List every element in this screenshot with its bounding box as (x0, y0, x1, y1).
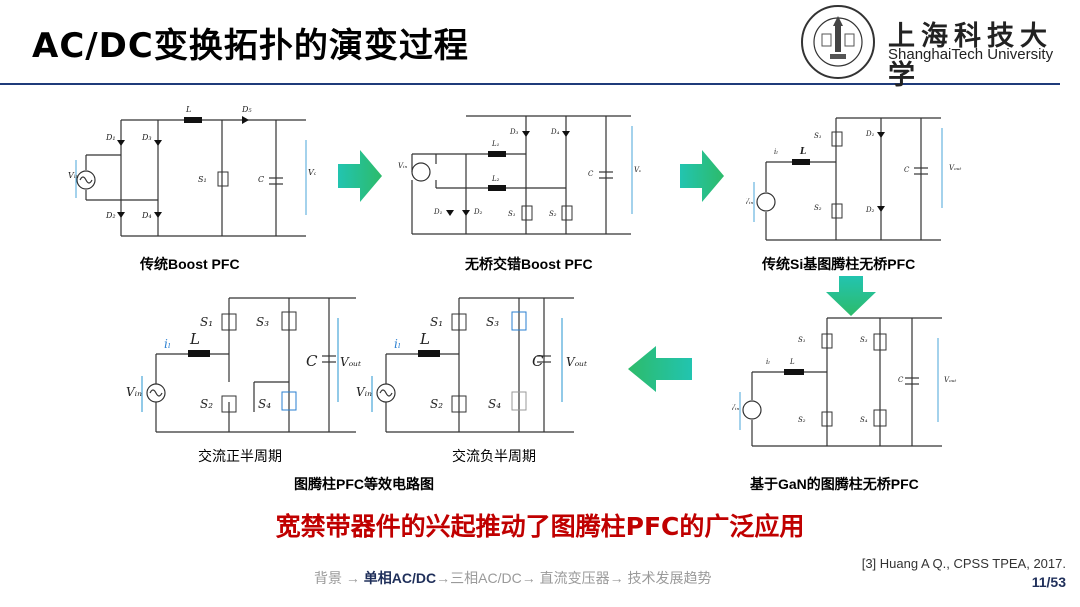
svg-text:Vᵢₙ: Vᵢₙ (356, 385, 372, 399)
svg-text:Vₒᵤₜ: Vₒᵤₜ (634, 166, 641, 174)
positive-half-cycle-circuit: LS₁ S₃ S₂ S₄ C Vₒᵤₜ Vᵢₙ iₗ (126, 297, 361, 433)
svg-text:Vᵢₙ: Vᵢₙ (746, 198, 753, 206)
gan-totem-pole-pfc-circuit: Liₗ S₁ S₂ S₃ S₄ C Vₒᵤₜ Vᵢₙ (732, 317, 957, 447)
svg-text:Vᵢₙ: Vᵢₙ (68, 171, 79, 180)
svg-text:iₗ: iₗ (774, 148, 778, 156)
nav-item-three-phase[interactable]: 三相AC/DC (450, 570, 522, 586)
svg-text:L: L (189, 330, 200, 348)
svg-text:Vₒᵤₜ: Vₒᵤₜ (340, 355, 361, 369)
si-totem-pole-pfc-circuit: Liₗ S₁ S₂ D₁ D₂ C Vₒᵤₜ Vᵢₙ (746, 117, 962, 241)
svg-text:D₁: D₁ (865, 130, 875, 138)
svg-text:Vₒᵤₜ: Vₒᵤₜ (566, 355, 587, 369)
svg-text:S₂: S₂ (549, 210, 557, 218)
svg-text:C: C (898, 376, 904, 384)
svg-text:Vₒᵤₜ: Vₒᵤₜ (949, 164, 962, 172)
nav-separator: → (345, 570, 360, 586)
nav-item-single-phase[interactable]: 单相AC/DC (363, 570, 437, 586)
svg-text:S₄: S₄ (258, 397, 271, 411)
svg-text:D₄: D₄ (550, 128, 560, 136)
header-rule (0, 83, 1060, 85)
svg-text:S₄: S₄ (860, 416, 868, 424)
reference-citation: [3] Huang A Q., CPSS TPEA, 2017. (861, 556, 1066, 571)
caption-negative-half: 交流负半周期 (452, 448, 536, 464)
university-name-en: ShanghaiTech University (888, 46, 1054, 63)
svg-text:C: C (306, 352, 318, 370)
page-title: AC/DC变换拓扑的演变过程 (32, 26, 469, 66)
svg-text:D₁: D₁ (105, 133, 116, 142)
svg-text:S₁: S₁ (508, 210, 516, 218)
section-navigation: 背景 → 单相AC/DC→三相AC/DC→ 直流变压器→ 技术发展趋势 (314, 568, 711, 588)
svg-text:D₂: D₂ (105, 211, 116, 220)
svg-text:D₃: D₃ (141, 133, 152, 142)
svg-text:L: L (799, 147, 806, 157)
svg-text:C: C (258, 175, 264, 184)
down-arrow-icon (826, 276, 876, 316)
svg-text:S₁: S₁ (198, 175, 207, 184)
nav-item-trends[interactable]: 技术发展趋势 (627, 570, 712, 586)
svg-text:D₂: D₂ (865, 206, 875, 214)
svg-text:Vᵢₙ: Vᵢₙ (398, 162, 407, 170)
caption-boost-pfc: 传统Boost PFC (140, 256, 240, 272)
left-arrow-icon (628, 346, 692, 392)
svg-text:L: L (789, 358, 795, 366)
boost-pfc-circuit: L D₅ D₁ D₃ D₂ D₄ S₁ C Vₒᵤₜ Vᵢₙ (68, 105, 316, 237)
caption-gan-totem-pfc: 基于GaN的图腾柱无桥PFC (750, 476, 919, 492)
svg-text:iₗ: iₗ (394, 337, 401, 351)
svg-text:S₂: S₂ (200, 397, 213, 411)
svg-text:L: L (185, 105, 191, 114)
svg-text:C: C (904, 166, 910, 174)
svg-text:Vₒᵤₜ: Vₒᵤₜ (308, 168, 316, 177)
svg-text:L₂: L₂ (491, 175, 500, 183)
highlight-statement: 宽禁带器件的兴起推动了图腾柱PFC的广泛应用 (275, 512, 805, 541)
svg-text:S₁: S₁ (430, 315, 443, 329)
page-number: 11/53 (1031, 574, 1066, 590)
svg-text:D₃: D₃ (509, 128, 519, 136)
svg-text:Vₒᵤₜ: Vₒᵤₜ (944, 376, 957, 384)
svg-text:Vᵢₙ: Vᵢₙ (732, 404, 739, 412)
svg-text:D₁: D₁ (433, 208, 443, 216)
svg-text:S₂: S₂ (430, 397, 443, 411)
right-arrow-icon (680, 150, 724, 202)
negative-half-cycle-circuit: LS₁ S₃ S₂ S₄ C Vₒᵤₜ Vᵢₙ iₗ (356, 297, 587, 433)
svg-text:S₂: S₂ (814, 204, 822, 212)
nav-separator: → (436, 570, 451, 586)
svg-text:iₗ: iₗ (766, 358, 770, 366)
caption-interleaved-pfc: 无桥交错Boost PFC (465, 256, 593, 272)
svg-text:S₂: S₂ (798, 416, 806, 424)
nav-separator: → (609, 570, 624, 586)
svg-text:iₗ: iₗ (164, 337, 171, 351)
nav-item-background[interactable]: 背景 (314, 570, 342, 586)
university-name-cn: 上海科技大学 (888, 21, 1053, 91)
svg-text:S₁: S₁ (798, 336, 806, 344)
nav-separator: → (521, 570, 536, 586)
caption-positive-half: 交流正半周期 (198, 448, 282, 464)
caption-si-totem-pfc: 传统Si基图腾柱无桥PFC (762, 256, 916, 272)
university-seal-icon (801, 5, 875, 79)
svg-text:S₃: S₃ (256, 315, 269, 329)
svg-text:S₃: S₃ (486, 315, 499, 329)
svg-text:S₄: S₄ (488, 397, 501, 411)
interleaved-boost-pfc-circuit: L₁ L₂ D₃ D₄ D₁ D₂ S₁ S₂ C Vₒᵤₜ Vᵢₙ (398, 115, 641, 235)
svg-text:S₃: S₃ (860, 336, 868, 344)
nav-item-dc-transformer[interactable]: 直流变压器 (539, 570, 610, 586)
caption-equivalent-circuit: 图腾柱PFC等效电路图 (294, 476, 434, 492)
svg-text:D₄: D₄ (141, 211, 152, 220)
svg-text:S₁: S₁ (200, 315, 213, 329)
svg-text:S₁: S₁ (814, 132, 822, 140)
svg-text:D₅: D₅ (241, 105, 252, 114)
svg-text:D₂: D₂ (473, 208, 483, 216)
svg-text:Vᵢₙ: Vᵢₙ (126, 385, 142, 399)
svg-text:L: L (419, 330, 430, 348)
svg-text:C: C (532, 352, 544, 370)
svg-text:L₁: L₁ (491, 140, 500, 148)
right-arrow-icon (338, 150, 382, 202)
svg-text:C: C (588, 170, 594, 178)
